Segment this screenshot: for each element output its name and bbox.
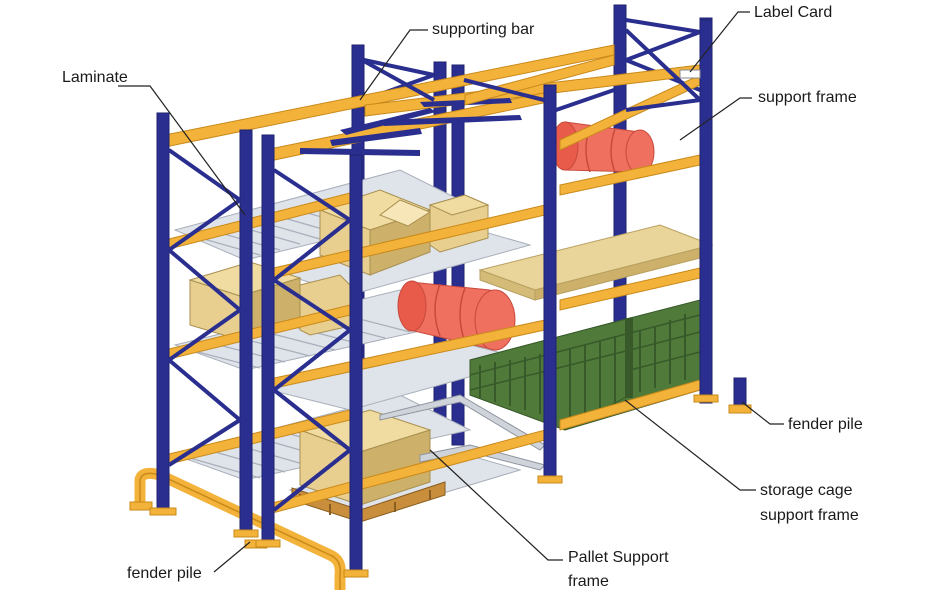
label-supporting-bar: supporting bar <box>432 21 535 38</box>
leader-label-card <box>689 11 750 73</box>
leader-supporting-bar <box>359 29 428 101</box>
label-storage-cage-line1: storage cage <box>760 482 853 499</box>
label-fender-pile-right: fender pile <box>788 416 863 433</box>
label-pallet-support-line2: frame <box>568 573 609 590</box>
label-laminate: Laminate <box>62 69 128 86</box>
leader-support-frame <box>679 97 752 141</box>
pallet-support-rails <box>379 394 546 471</box>
label-fender-pile-left: fender pile <box>127 565 202 582</box>
leader-lines <box>118 11 784 573</box>
front-uprights <box>149 19 719 578</box>
board-stack <box>478 224 714 301</box>
middle-beams <box>164 54 701 516</box>
label-support-frame: support frame <box>758 89 857 106</box>
leader-storage-cage <box>624 399 756 491</box>
label-label-card: Label Card <box>754 4 833 21</box>
fender-pile-right-post <box>728 377 752 414</box>
label-pallet-support-line1: Pallet Support <box>568 549 669 566</box>
leader-laminate <box>118 85 246 216</box>
label-card <box>679 69 701 79</box>
leader-fender-pile-left <box>213 541 251 573</box>
leader-pallet-support <box>429 449 563 561</box>
leader-fender-pile-right <box>741 401 784 425</box>
label-storage-cage-line2: support frame <box>760 507 859 524</box>
